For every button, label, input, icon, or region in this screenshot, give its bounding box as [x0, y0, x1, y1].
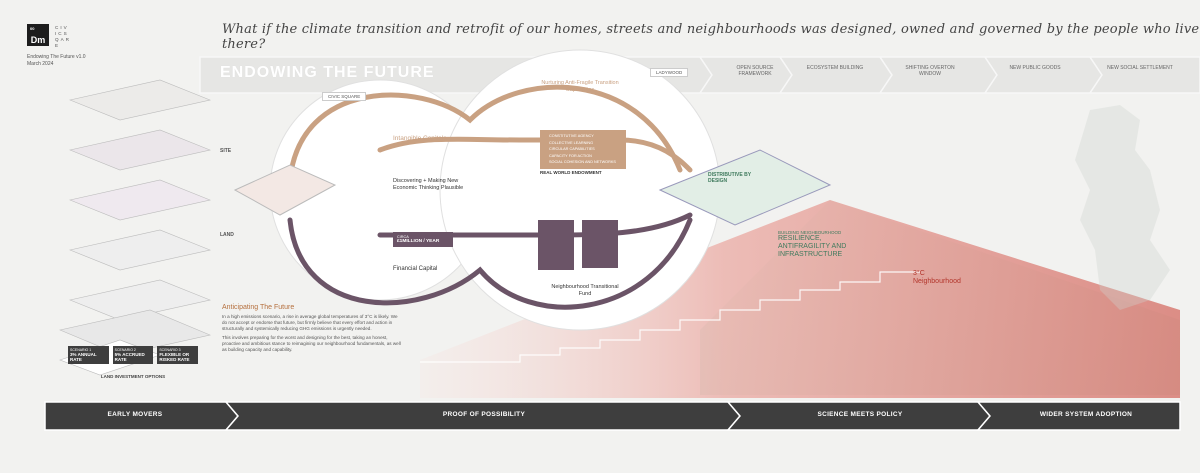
- site-label: SITE: [220, 148, 232, 154]
- fund-panel-list: [582, 220, 618, 268]
- doc-date: March 2024: [27, 61, 54, 67]
- capability-item: COLLECTIVE LEARNING: [549, 140, 594, 145]
- three-degree-line: 3°C: [913, 270, 925, 277]
- big-title: ENDOWING THE FUTURE: [220, 64, 435, 81]
- staircase: [420, 271, 920, 363]
- three-degree-line: Neighbourhood: [913, 278, 961, 285]
- phase-wider: WIDER SYSTEM ADOPTION: [1039, 411, 1133, 418]
- capability-item: SOCIAL COHESION AND NETWORKS: [549, 160, 616, 164]
- land-option-label: SCENARIO 2: [114, 348, 136, 352]
- headline: What if the climate transition and retro…: [222, 22, 1200, 52]
- anticipating-title: Anticipating The Future: [222, 304, 295, 311]
- intangible-title: Intangible Capitals: [393, 135, 447, 142]
- nurturing-title: Nurturing Anti-Fragile Transition Capabi…: [541, 80, 619, 93]
- stage-public-goods: NEW PUBLIC GOODS: [1009, 65, 1061, 71]
- land-option-value: 5% ACCRUED RATE: [114, 352, 145, 362]
- capabilities-box: CONSTITUTIVE AGENCY COLLECTIVE LEARNING …: [540, 130, 626, 169]
- resilience-title-line: INFRASTRUCTURE: [778, 251, 843, 258]
- stage-ecosystem: ECOSYSTEM BUILDING: [806, 65, 864, 71]
- land-option-label: SCENARIO 3: [159, 348, 181, 352]
- org-line: ICS: [55, 31, 69, 36]
- anticipating-section: Anticipating The Future In a high emissi…: [222, 304, 402, 353]
- resilience-title-line: RESILIENCE,: [778, 235, 822, 242]
- stage-overton: SHIFTING OVERTON WINDOW: [905, 65, 955, 77]
- land-option-3[interactable]: SCENARIO 3 FLEXIBLE OR RISKED RATE: [157, 346, 199, 364]
- org-name: CIV ICS QAR E: [55, 25, 71, 49]
- financial-box-amount: £1MILLION / YEAR: [397, 239, 440, 244]
- capability-item: CONSTITUTIVE AGENCY: [549, 134, 594, 138]
- org-line: E: [55, 43, 61, 48]
- stage-open-source: OPEN SOURCE FRAMEWORK: [736, 65, 774, 77]
- resilience-title-line: ANTIFRAGILITY AND: [778, 243, 847, 250]
- capability-item: CAPACITY FOR ACTION: [549, 153, 592, 158]
- civic-square-label: CIVIC SQUARE: [322, 92, 367, 101]
- distributive-block: [658, 149, 832, 226]
- tan-arrow-top: [287, 84, 683, 183]
- financial-box-line: CIRCA: [397, 235, 409, 239]
- logo-text: Dm: [30, 35, 46, 45]
- anticipating-body: In a high emissions scenario, a rise in …: [222, 314, 398, 331]
- phase-early-movers: EARLY MOVERS: [107, 411, 163, 418]
- civic-square-logo: 00 Dm: [27, 24, 49, 46]
- discovering-title: Discovering + Making New Economic Thinki…: [393, 178, 464, 191]
- phase-science: SCIENCE MEETS POLICY: [817, 411, 903, 418]
- distributive-label: DISTRIBUTIVE BY DESIGN: [708, 172, 751, 184]
- site-block: [233, 164, 337, 216]
- three-degree-heading: 3°C Neighbourhood: [913, 270, 1003, 286]
- land-option-value: 3% ANNUAL RATE: [70, 352, 97, 362]
- resilience-kicker: BUILDING NEIGHBOURHOOD: [778, 230, 842, 235]
- stage-social-settlement: NEW SOCIAL SETTLEMENT: [1107, 65, 1173, 71]
- land-option-label: SCENARIO 1: [70, 348, 92, 352]
- tan-arrow-mid: [377, 136, 693, 173]
- fund-title: Neighbourhood Transitional Fund: [551, 284, 619, 297]
- land-option-2[interactable]: SCENARIO 2 5% ACCRUED RATE: [112, 346, 154, 364]
- financial-box: CIRCA £1MILLION / YEAR: [393, 232, 453, 247]
- ladywood-label: LADYWOOD: [650, 68, 689, 77]
- doc-title-line: Endowing The Future v1.0: [27, 54, 86, 60]
- fund-panel: [538, 220, 574, 270]
- real-world-endowment: REAL WORLD ENDOWMENT: [540, 170, 602, 175]
- resilience-heading: BUILDING NEIGHBOURHOOD RESILIENCE, ANTIF…: [778, 230, 898, 259]
- land-option-value: FLEXIBLE OR RISKED RATE: [159, 352, 190, 362]
- land-label: LAND: [220, 232, 234, 238]
- uk-map: [1075, 105, 1170, 310]
- financial-title: Financial Capital: [393, 266, 438, 272]
- land-stack: [59, 79, 212, 376]
- land-options-title: LAND INVESTMENT OPTIONS: [100, 374, 166, 379]
- land-options: SCENARIO 1 3% ANNUAL RATE SCENARIO 2 5% …: [68, 346, 199, 379]
- capability-item: CIRCULAR CAPABILITIES: [549, 147, 595, 151]
- phase-bar-shapes: [44, 401, 1181, 431]
- doc-title: Endowing The Future v1.0 March 2024: [27, 54, 86, 68]
- logo-sup: 00: [30, 26, 35, 31]
- land-option-1[interactable]: SCENARIO 1 3% ANNUAL RATE: [68, 346, 109, 364]
- phase-proof: PROOF OF POSSIBILITY: [442, 411, 526, 418]
- anticipating-body-2: This involves preparing for the worst an…: [222, 335, 401, 352]
- plum-arrow-bottom: [287, 217, 693, 310]
- org-line: QAR: [55, 37, 71, 42]
- org-line: CIV: [55, 25, 69, 30]
